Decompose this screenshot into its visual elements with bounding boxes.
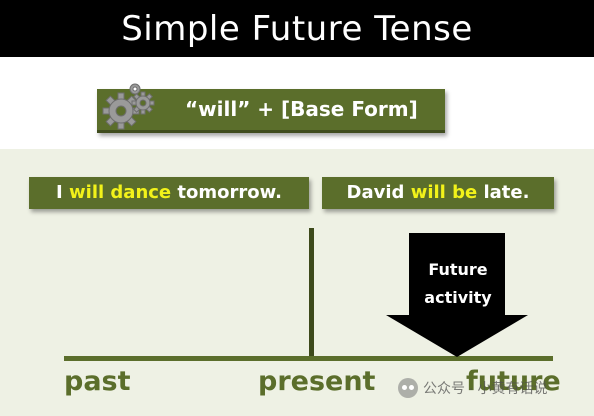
wechat-icon	[398, 378, 418, 398]
timeline-line	[64, 356, 553, 361]
example-1-highlight: will dance	[69, 182, 172, 203]
timeline-label-present: present	[258, 366, 376, 397]
formula-text: “will” + [Base Form]	[185, 97, 418, 121]
example-2-pre: David	[346, 182, 411, 203]
arrow-line-1: Future	[428, 260, 488, 279]
example-1-post: tomorrow.	[171, 182, 282, 203]
example-2-highlight: will be	[410, 182, 478, 203]
timeline-label-future: future	[466, 366, 561, 397]
formula-box: “will” + [Base Form]	[97, 83, 445, 133]
example-sentence-1: I will dance tomorrow.	[29, 177, 309, 209]
title-bar: Simple Future Tense	[0, 0, 594, 57]
present-marker	[309, 228, 314, 359]
timeline-label-past: past	[64, 366, 131, 397]
gears-icon	[102, 83, 155, 130]
arrow-line-2: activity	[424, 288, 492, 307]
future-activity-label: Future activity	[408, 256, 508, 312]
example-1-pre: I	[56, 182, 70, 203]
watermark-text: 公众号 · 小黄有话说	[423, 380, 548, 396]
slide-title: Simple Future Tense	[121, 8, 473, 49]
example-sentence-2: David will be late.	[322, 177, 554, 209]
future-arrow	[386, 233, 528, 357]
watermark: 公众号 · 小黄有话说	[398, 376, 547, 400]
example-2-post: late.	[477, 182, 530, 203]
